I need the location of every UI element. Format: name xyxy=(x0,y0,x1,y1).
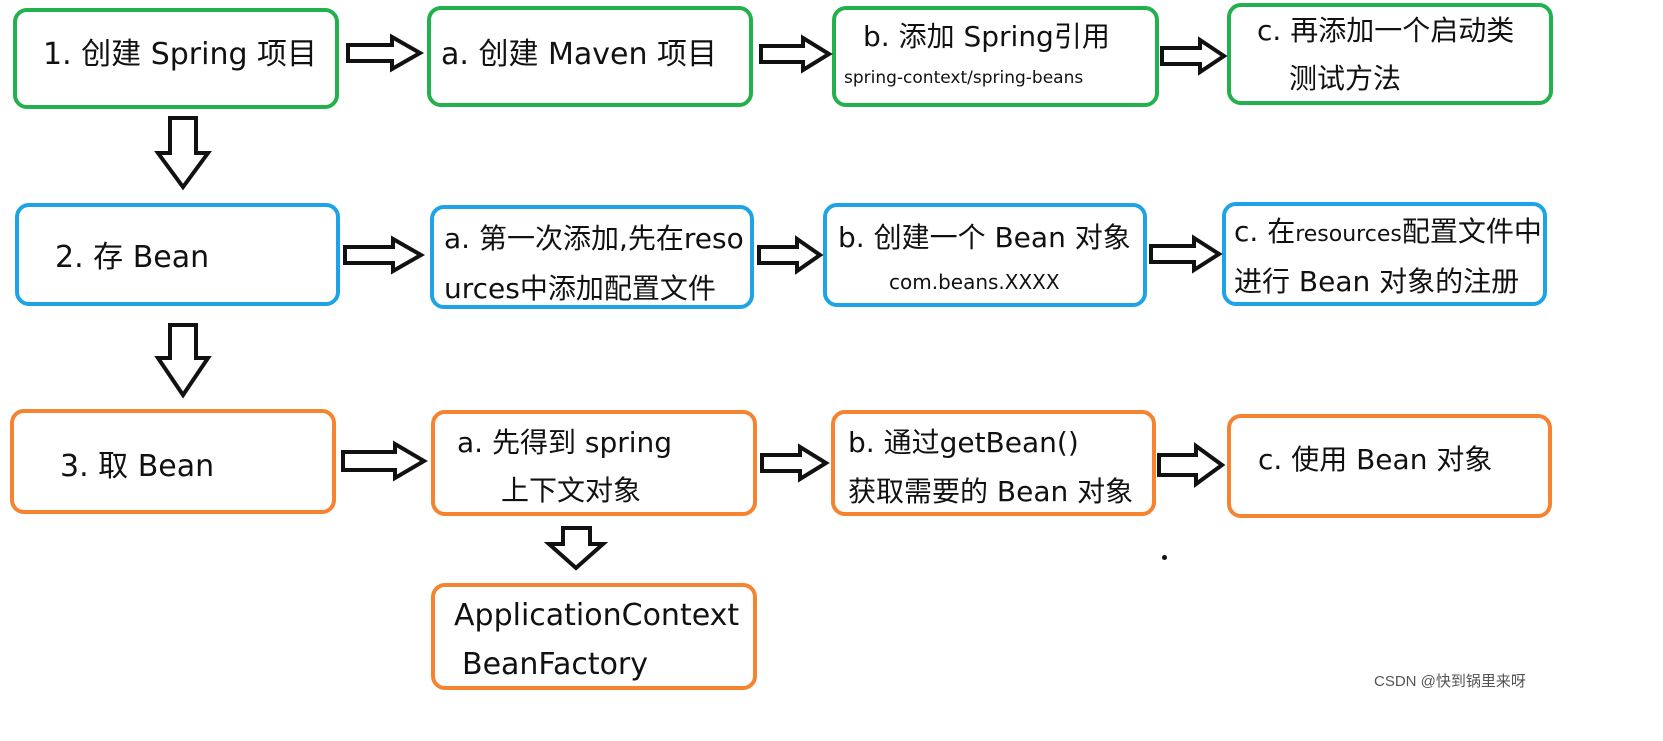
step-1b-add-spring-refs: b. 添加 Spring引用 spring-context/spring-bea… xyxy=(832,6,1159,107)
arrow-right-icon xyxy=(343,235,426,275)
step-2c-label-post: 配置文件中 xyxy=(1401,215,1542,248)
watermark: CSDN @快到锅里来呀 xyxy=(1374,673,1526,690)
arrow-right-icon xyxy=(1149,234,1223,274)
step-2b-create-bean-object: b. 创建一个 Bean 对象 com.beans.XXXX xyxy=(823,203,1147,307)
step-2c-label-line2: 进行 Bean 对象的注册 xyxy=(1234,265,1520,298)
step-2a-add-config: a. 第一次添加,先在reso urces中添加配置文件 xyxy=(430,205,754,309)
step-1b-label-line2: spring-context/spring-beans xyxy=(844,68,1084,88)
step-3b-label-line2: 获取需要的 Bean 对象 xyxy=(848,475,1134,508)
step-3-label: 3. 取 Bean xyxy=(60,449,215,484)
step-1c-add-startup-class: c. 再添加一个启动类 测试方法 xyxy=(1227,3,1553,105)
step-1-label: 1. 创建 Spring 项目 xyxy=(43,37,318,72)
step-1c-label-line1: c. 再添加一个启动类 xyxy=(1257,14,1515,47)
step-3c-label: c. 使用 Bean 对象 xyxy=(1258,443,1493,476)
step-3-get-bean: 3. 取 Bean xyxy=(10,409,336,514)
step-3c-use-bean: c. 使用 Bean 对象 xyxy=(1227,414,1552,518)
step-2a-label-line1: a. 第一次添加,先在reso xyxy=(444,222,744,255)
step-3a-label-line2: 上下文对象 xyxy=(501,474,642,507)
arrow-right-icon xyxy=(1160,36,1228,76)
context-type-bean-factory: BeanFactory xyxy=(462,647,649,682)
step-2b-label-line2: com.beans.XXXX xyxy=(889,270,1060,294)
step-2-label: 2. 存 Bean xyxy=(55,240,210,275)
arrow-right-icon xyxy=(346,33,425,73)
step-1a-create-maven: a. 创建 Maven 项目 xyxy=(427,6,753,107)
step-3b-get-bean-call: b. 通过getBean() 获取需要的 Bean 对象 xyxy=(831,410,1156,516)
step-1b-label-line1: b. 添加 Spring引用 xyxy=(863,20,1110,53)
step-2c-register-bean: c. 在resources配置文件中 进行 Bean 对象的注册 xyxy=(1222,202,1547,306)
step-2c-label-small: resources xyxy=(1295,222,1402,247)
stray-dot xyxy=(1162,555,1167,560)
step-3a-get-spring-context: a. 先得到 spring 上下文对象 xyxy=(431,410,757,516)
context-type-application-context: ApplicationContext xyxy=(454,598,740,633)
step-1-create-spring-project: 1. 创建 Spring 项目 xyxy=(13,8,339,109)
arrow-down-icon xyxy=(154,323,212,399)
step-1a-label: a. 创建 Maven 项目 xyxy=(441,37,718,72)
arrow-down-icon xyxy=(154,116,212,191)
step-1c-label-line2: 测试方法 xyxy=(1289,62,1402,95)
step-2b-label-line1: b. 创建一个 Bean 对象 xyxy=(838,221,1131,254)
arrow-right-icon xyxy=(1157,442,1226,488)
step-3a-context-types: ApplicationContext BeanFactory xyxy=(431,583,757,690)
step-2a-label-line2: urces中添加配置文件 xyxy=(444,272,716,305)
arrow-right-icon xyxy=(341,440,428,482)
arrow-down-icon xyxy=(543,526,609,571)
arrow-right-icon xyxy=(760,443,830,483)
step-3b-label-line1: b. 通过getBean() xyxy=(848,426,1079,459)
step-2c-label-line1: c. 在resources配置文件中 xyxy=(1234,218,1542,246)
step-2-store-bean: 2. 存 Bean xyxy=(15,203,340,306)
arrow-right-icon xyxy=(759,34,833,74)
step-2c-label-pre: c. 在 xyxy=(1234,215,1296,248)
step-3a-label-line1: a. 先得到 spring xyxy=(457,426,673,459)
arrow-right-icon xyxy=(757,235,824,275)
